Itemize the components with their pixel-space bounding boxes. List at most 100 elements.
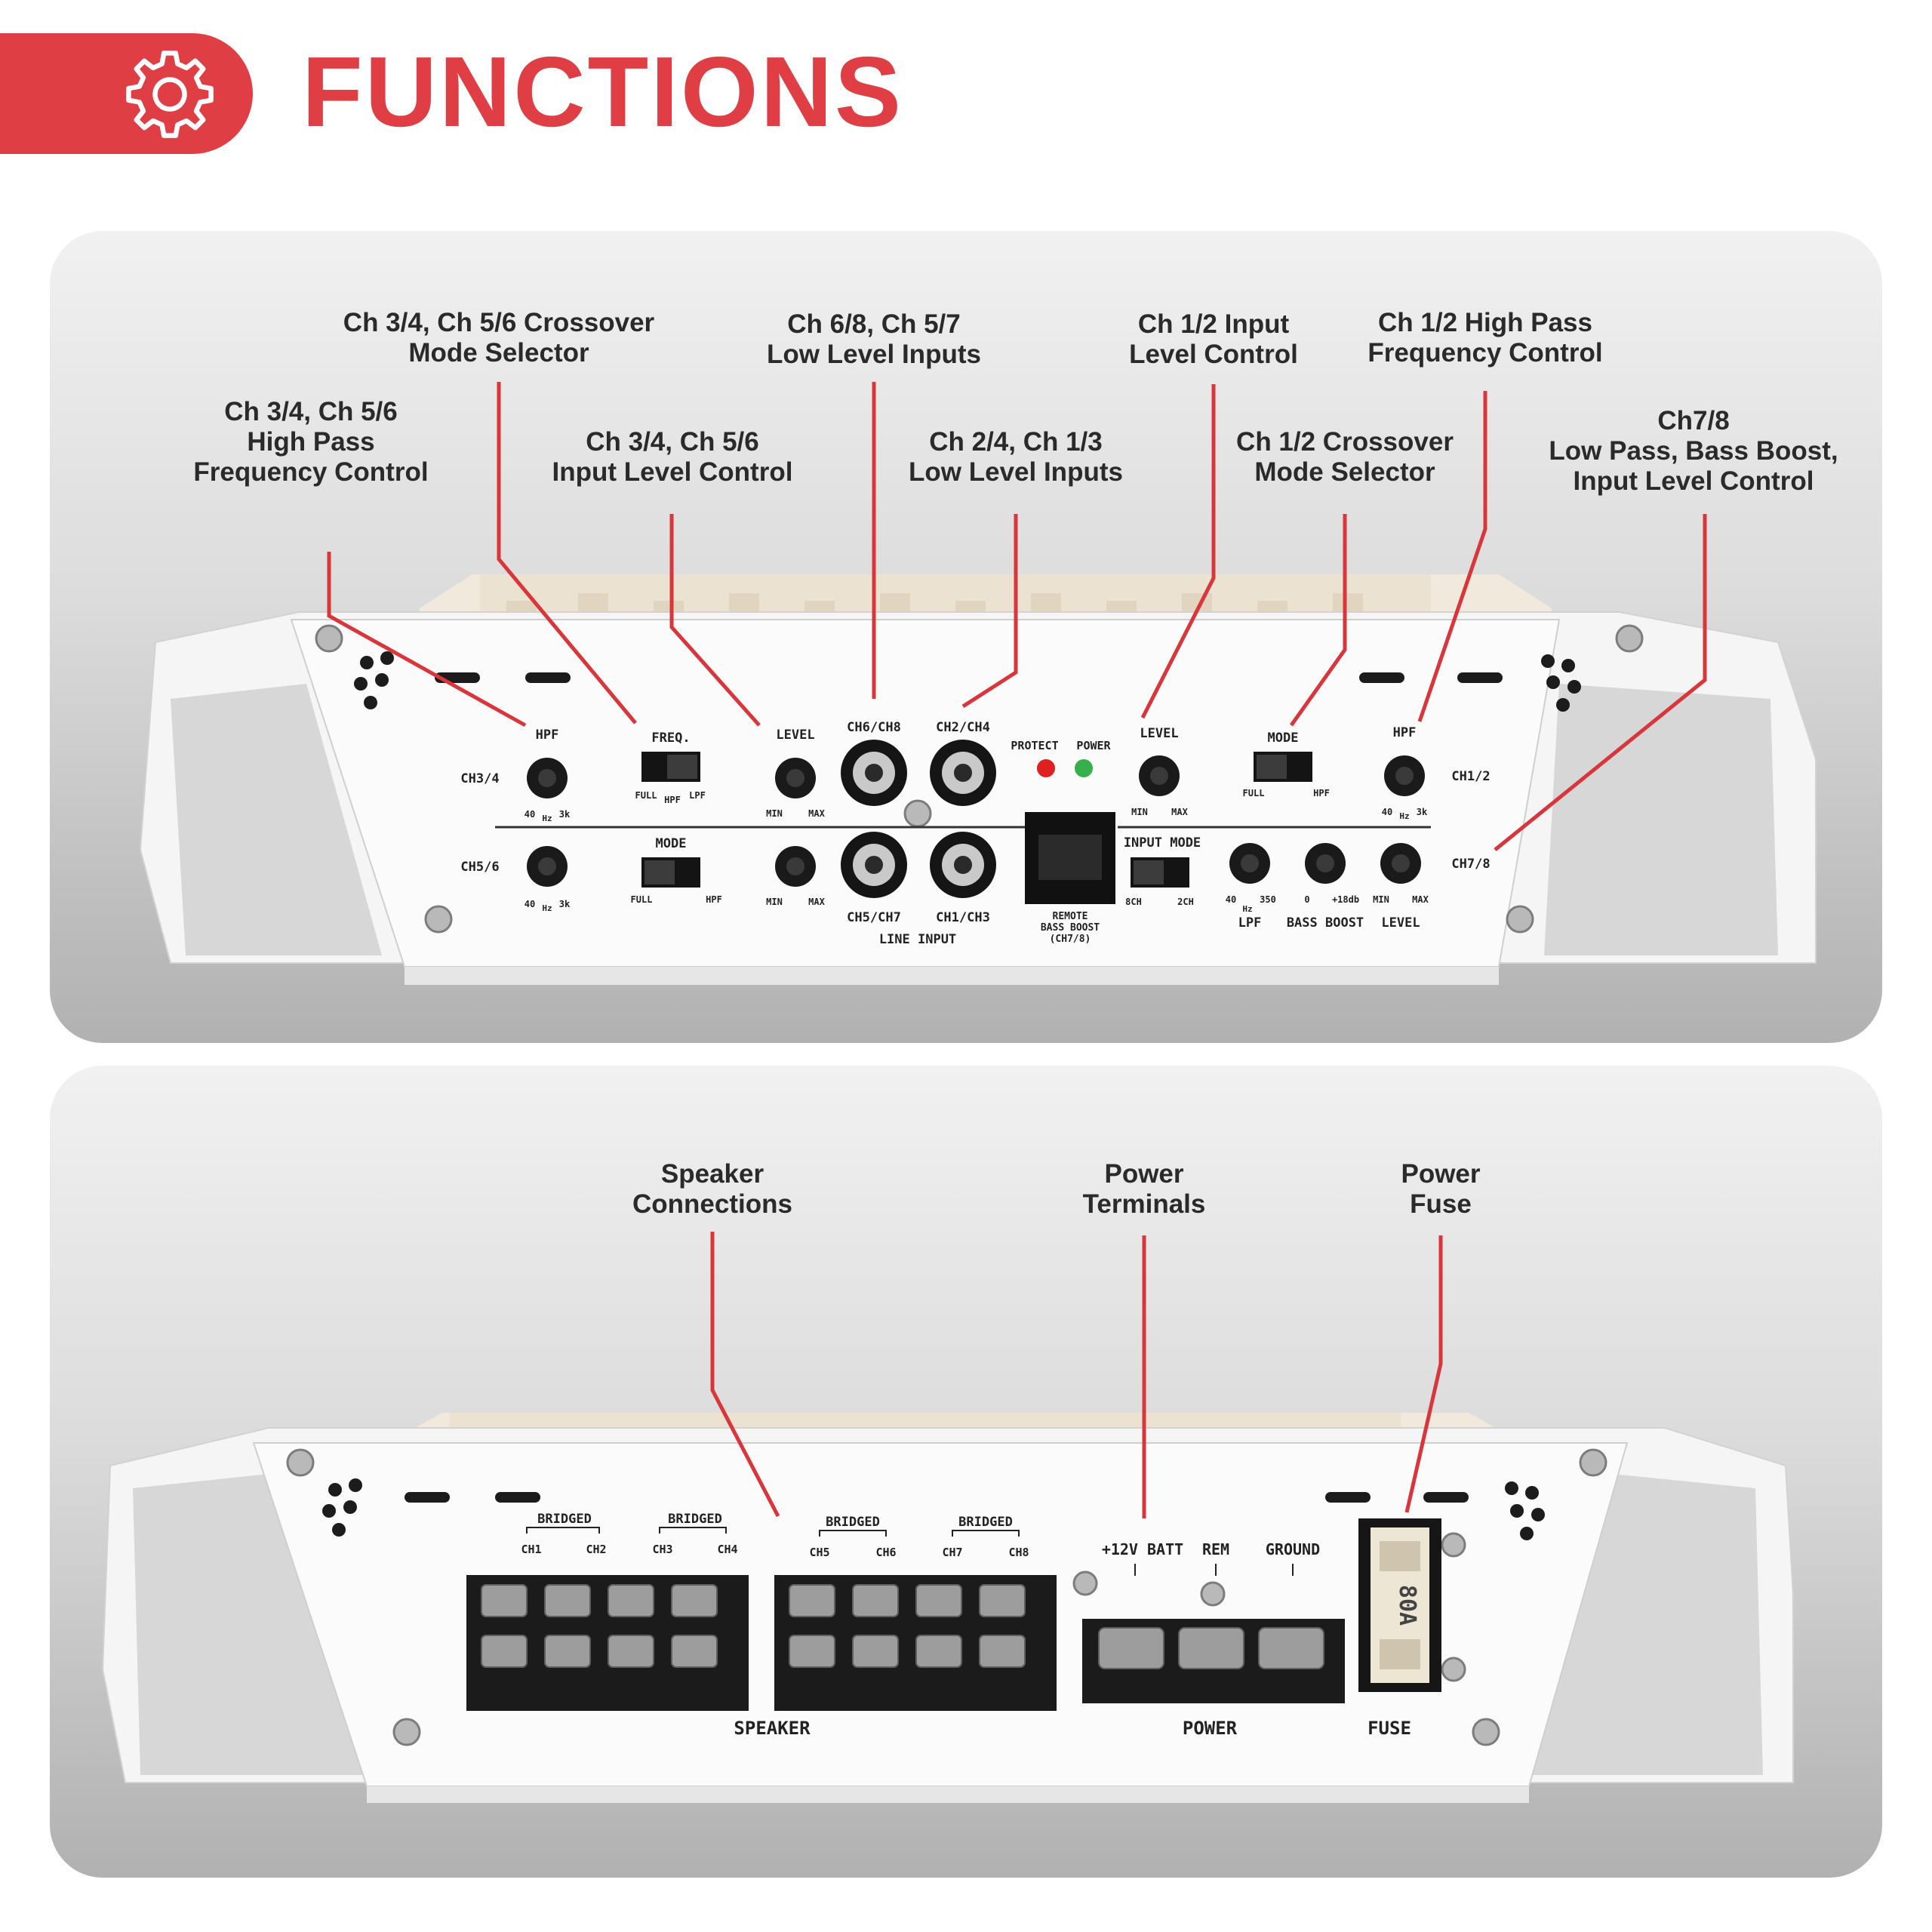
label-remote: REMOTE — [1053, 911, 1088, 922]
label-40: 40 — [525, 809, 535, 820]
label-lpf-small: LPF — [689, 790, 706, 801]
knob-level-ch12[interactable] — [1139, 755, 1180, 796]
label-freq: FREQ. — [651, 731, 690, 746]
fuse-holder[interactable]: 80A — [1358, 1518, 1441, 1692]
rca-ch6-ch8[interactable] — [841, 740, 907, 806]
label-40-lpf: 40 — [1226, 894, 1236, 905]
switch-mode-ch56[interactable] — [641, 857, 700, 888]
label-40-ch12: 40 — [1382, 807, 1392, 817]
label-2ch: 2CH — [1177, 897, 1194, 907]
label-ch5: CH5 — [809, 1546, 829, 1559]
label-lpf: LPF — [1238, 915, 1262, 931]
callout-ch34-ch56-crossover: Ch 3/4, Ch 5/6 Crossover Mode Selector — [343, 308, 655, 368]
label-ch7: CH7 — [942, 1546, 962, 1559]
label-bridged-4: BRIDGED — [958, 1515, 1013, 1530]
callout-power-terminals: Power Terminals — [1082, 1159, 1206, 1219]
label-hz-lpf: Hz — [1242, 904, 1252, 914]
label-batt: +12V BATT — [1102, 1540, 1183, 1558]
label-ch12: CH1/2 — [1451, 769, 1490, 784]
label-ch78-paren: (CH7/8) — [1050, 934, 1091, 945]
rca-ch1-ch3[interactable] — [930, 832, 996, 898]
label-max-ch34: MAX — [808, 808, 825, 819]
label-ground: GROUND — [1266, 1540, 1320, 1558]
power-led — [1075, 759, 1093, 777]
gear-icon — [126, 51, 214, 138]
callout-ch34-ch56-hpf: Ch 3/4, Ch 5/6 High Pass Frequency Contr… — [193, 397, 429, 487]
label-hz-ch12: Hz — [1399, 811, 1409, 821]
label-bass-boost: BASS BOOST — [1287, 915, 1364, 931]
label-rem: REM — [1202, 1540, 1229, 1558]
label-min-ch34: MIN — [766, 808, 783, 819]
label-ch3: CH3 — [652, 1543, 672, 1556]
amplifier-terminal-side: 80A BRIDGED BRIDGED BRIDGED BRIDGED CH1 … — [101, 1232, 1794, 1803]
label-max-ch56: MAX — [808, 897, 825, 907]
top-panel: HPF CH3/4 40 Hz 3k CH5/6 40 Hz 3k FREQ. … — [50, 231, 1882, 1043]
label-min-ch56: MIN — [766, 897, 783, 907]
label-3k-ch12: 3k — [1417, 807, 1428, 817]
callout-ch12-crossover: Ch 1/2 Crossover Mode Selector — [1236, 427, 1454, 487]
label-fuse: FUSE — [1367, 1718, 1411, 1739]
label-350: 350 — [1260, 894, 1276, 905]
label-full-ch56: FULL — [631, 894, 653, 905]
label-power-led: POWER — [1076, 739, 1111, 752]
label-power: POWER — [1183, 1718, 1238, 1739]
rca-ch2-ch4[interactable] — [930, 740, 996, 806]
label-hpf-ch12-knob: HPF — [1393, 725, 1417, 740]
callout-ch24-ch13-inputs: Ch 2/4, Ch 1/3 Low Level Inputs — [909, 427, 1123, 487]
callout-power-fuse: Power Fuse — [1401, 1159, 1481, 1219]
label-ch78: CH7/8 — [1451, 857, 1490, 872]
knob-level-ch34[interactable] — [775, 758, 816, 798]
label-ch6: CH6 — [875, 1546, 896, 1559]
label-level-ch12: LEVEL — [1140, 726, 1178, 741]
label-hpf-ch56: HPF — [706, 894, 722, 905]
speaker-terminal-block-1[interactable] — [466, 1575, 749, 1711]
label-full-ch12: FULL — [1243, 788, 1265, 798]
label-max-ch12: MAX — [1171, 807, 1188, 817]
rca-ch5-ch7[interactable] — [841, 832, 907, 898]
knob-bass-boost-ch78[interactable] — [1305, 843, 1346, 884]
callout-lines — [327, 382, 1707, 851]
knob-level-ch56[interactable] — [775, 846, 816, 887]
label-ch5-ch7: CH5/CH7 — [847, 910, 901, 925]
label-hz: Hz — [542, 814, 552, 823]
knob-level-ch78[interactable] — [1380, 843, 1421, 884]
switch-mode-ch12[interactable] — [1254, 752, 1312, 782]
label-zero: 0 — [1304, 894, 1309, 905]
label-line-input: LINE INPUT — [879, 932, 956, 947]
protect-led — [1037, 759, 1055, 777]
label-ch34: CH3/4 — [460, 771, 499, 786]
label-mode-ch12: MODE — [1268, 731, 1299, 746]
label-bridged-1: BRIDGED — [537, 1512, 592, 1527]
fuse-rating: 80A — [1394, 1585, 1420, 1626]
label-bridged-2: BRIDGED — [668, 1512, 722, 1527]
knob-hpf-ch56[interactable] — [527, 846, 568, 887]
knob-hpf-ch34[interactable] — [527, 758, 568, 798]
switch-freq-ch34[interactable] — [641, 752, 700, 782]
label-bridged-3: BRIDGED — [826, 1515, 880, 1530]
label-speaker: SPEAKER — [734, 1718, 811, 1739]
speaker-terminal-block-2[interactable] — [774, 1575, 1057, 1711]
switch-input-mode[interactable] — [1131, 857, 1189, 888]
label-protect: PROTECT — [1011, 739, 1058, 752]
label-8ch: 8CH — [1125, 897, 1142, 907]
label-ch56: CH5/6 — [460, 860, 499, 875]
callout-ch12-input-level: Ch 1/2 Input Level Control — [1129, 309, 1298, 369]
label-ch1: CH1 — [521, 1543, 541, 1556]
label-40-ch56: 40 — [525, 899, 535, 909]
label-ch6-ch8: CH6/CH8 — [847, 720, 901, 735]
label-max-ch78: MAX — [1412, 894, 1429, 905]
label-level-ch78: LEVEL — [1381, 915, 1420, 931]
bottom-panel: 80A BRIDGED BRIDGED BRIDGED BRIDGED CH1 … — [50, 1066, 1882, 1878]
label-ch2-ch4: CH2/CH4 — [936, 720, 990, 735]
label-plus18: +18db — [1332, 894, 1359, 905]
remote-port[interactable] — [1025, 812, 1115, 904]
label-input-mode: INPUT MODE — [1124, 835, 1201, 851]
label-ch4: CH4 — [717, 1543, 737, 1556]
page-title: FUNCTIONS — [302, 36, 903, 147]
power-terminal-block[interactable] — [1082, 1619, 1345, 1703]
label-ch8: CH8 — [1008, 1546, 1029, 1559]
knob-lpf-ch78[interactable] — [1229, 843, 1270, 884]
amplifier-control-side: HPF CH3/4 40 Hz 3k CH5/6 40 Hz 3k FREQ. … — [139, 382, 1817, 985]
label-min-ch78: MIN — [1373, 894, 1389, 905]
knob-hpf-ch12[interactable] — [1384, 755, 1425, 796]
